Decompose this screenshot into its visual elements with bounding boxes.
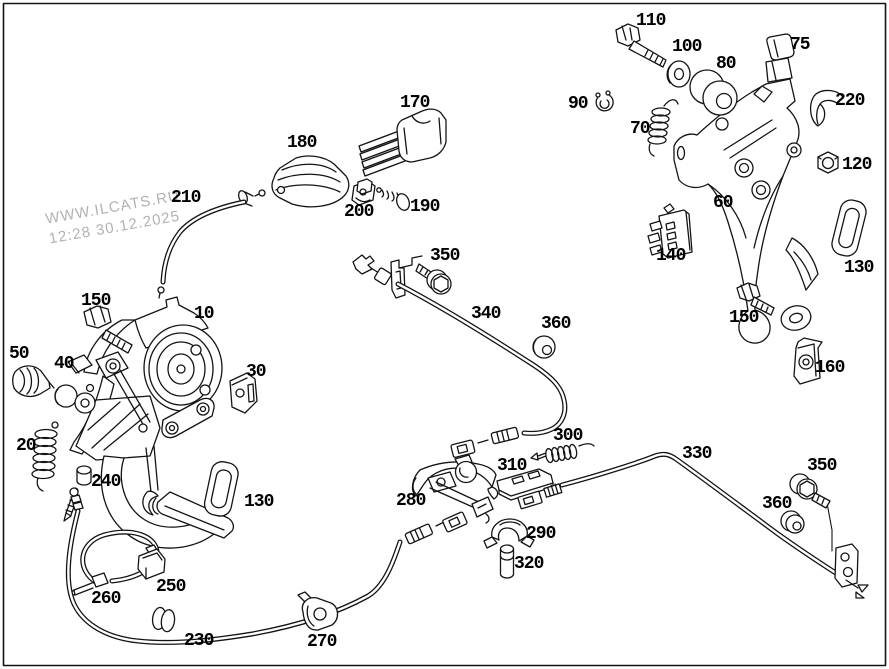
part-290-hook	[483, 518, 535, 549]
part-150-bolt-right	[736, 282, 775, 316]
part-340-cable	[352, 254, 568, 458]
part-50-plug	[11, 365, 55, 398]
part-230-cable	[65, 487, 468, 645]
part-250-clip	[137, 544, 166, 580]
part-180-lever	[237, 155, 350, 208]
part-75-clip	[766, 33, 795, 61]
part-20-spring	[31, 421, 59, 492]
part-10-pedal-assembly	[69, 296, 235, 549]
part-100-washer	[666, 60, 691, 88]
part-280-equalizer	[411, 454, 499, 524]
part-360-grommet-upper	[532, 335, 556, 359]
part-80-roller	[689, 69, 738, 116]
part-200-nut	[351, 178, 376, 206]
part-240-bushing	[76, 465, 92, 486]
part-70-spring	[647, 99, 679, 157]
part-160-clip	[793, 337, 823, 385]
part-130-pad-left	[203, 461, 239, 517]
part-310-connector	[496, 468, 554, 501]
part-330-cable	[517, 451, 869, 599]
part-360-grommet-lower	[780, 510, 805, 534]
part-210-cable	[157, 199, 247, 299]
part-40-fitting	[54, 354, 96, 414]
part-350-bolt-upper	[415, 263, 452, 295]
part-170-pedal-rubber	[358, 108, 447, 177]
part-30-bracket	[229, 372, 258, 414]
part-320-pin	[499, 544, 515, 579]
part-300-spring	[530, 443, 595, 464]
part-220-hook	[809, 89, 844, 127]
part-140-switch	[647, 203, 693, 259]
part-120-nut	[817, 151, 839, 174]
part-130-pad-right	[831, 199, 867, 257]
part-90-circlip	[595, 90, 614, 112]
part-110-bolt	[615, 23, 667, 68]
part-350-bolt-lower	[789, 473, 831, 509]
part-190-screw	[376, 187, 410, 211]
part-60-bracket	[673, 57, 819, 344]
part-150-bolt-left	[83, 305, 133, 354]
part-270-clamp	[297, 591, 339, 631]
